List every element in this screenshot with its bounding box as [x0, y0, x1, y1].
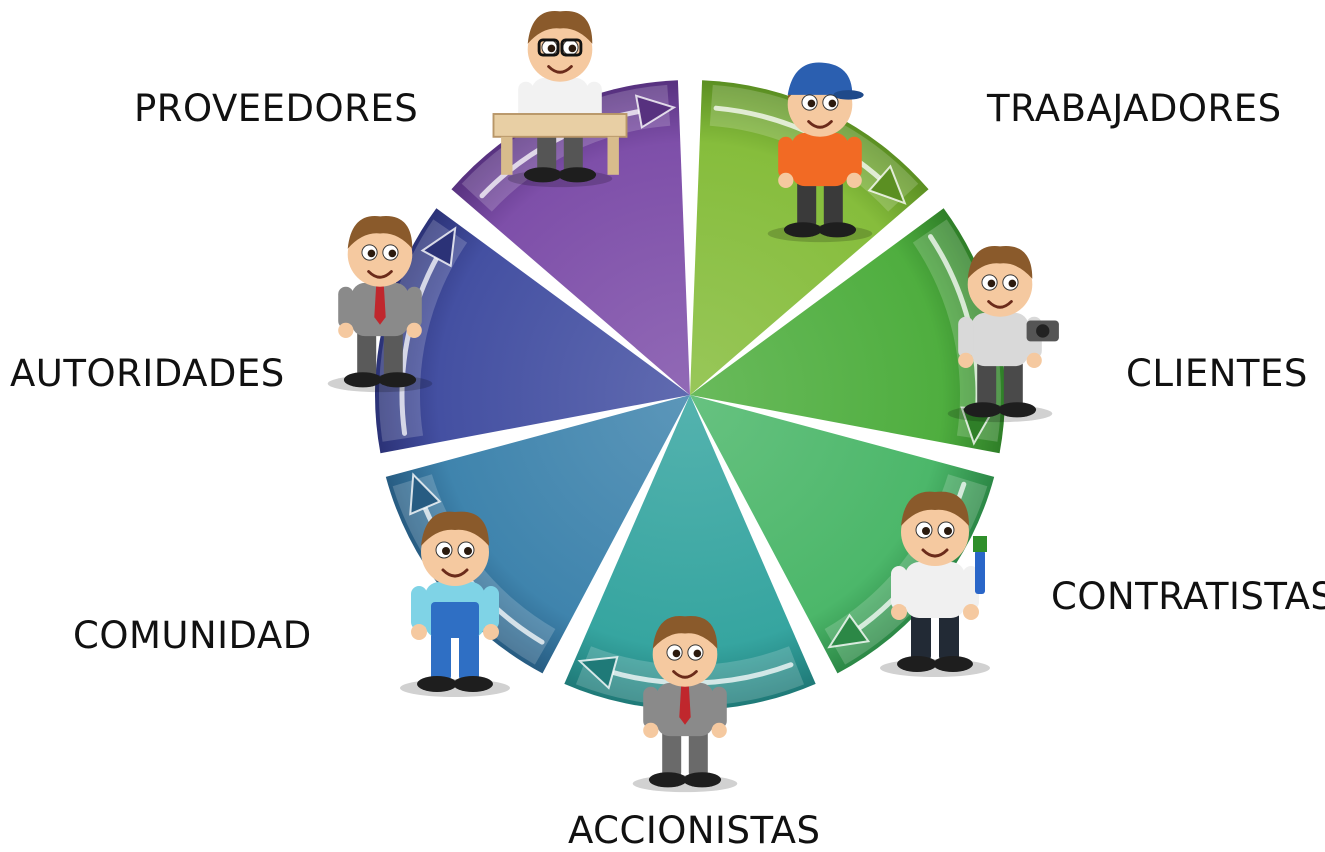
- worker-character: [767, 62, 873, 243]
- segment-clientes: [690, 208, 1005, 454]
- label-comunidad: COMUNIDAD: [73, 614, 312, 657]
- segment-accionistas: [564, 395, 816, 710]
- arrow-head-contratistas: [827, 613, 871, 649]
- segment-autoridades: [375, 208, 690, 454]
- segment-trabajadores: [690, 80, 929, 395]
- arrow-head-autoridades: [420, 226, 457, 268]
- arrow-head-proveedores: [634, 94, 677, 129]
- arrow-head-comunidad: [409, 472, 442, 516]
- label-trabajadores: TRABAJADORES: [987, 87, 1282, 130]
- thinker-character: [327, 216, 433, 393]
- shareholder-character: [632, 616, 738, 793]
- arrow-arc-autoridades: [399, 251, 442, 436]
- label-contratistas: CONTRATISTAS: [1051, 575, 1325, 618]
- arrow-head-accionistas: [577, 655, 619, 690]
- painter-character: [880, 491, 990, 677]
- arrow-head-trabajadores: [867, 164, 907, 205]
- label-autoridades: AUTORIDADES: [10, 352, 285, 395]
- photographer-character: [947, 246, 1059, 423]
- label-proveedores: PROVEEDORES: [134, 87, 419, 130]
- label-accionistas: ACCIONISTAS: [568, 809, 821, 852]
- label-clientes: CLIENTES: [1126, 352, 1308, 395]
- kid-character: [400, 511, 510, 697]
- desk-clerk-character: [492, 11, 628, 188]
